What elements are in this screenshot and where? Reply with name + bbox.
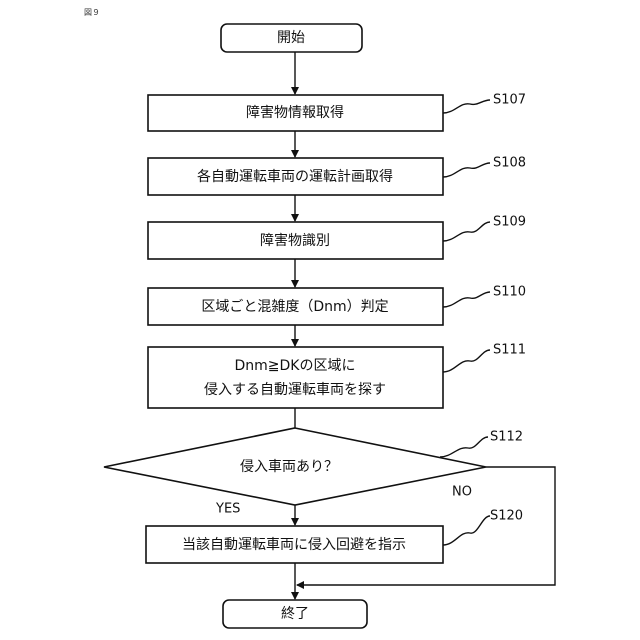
- step-s108-text: 各自動運転車両の運転計画取得: [197, 168, 393, 185]
- step-s109-leader: [443, 222, 490, 241]
- decision-s112-diamond: 侵入車両あり？: [104, 428, 486, 505]
- step-s108-box: 各自動運転車両の運転計画取得: [148, 158, 443, 195]
- step-s107-box: 障害物情報取得: [148, 95, 443, 131]
- step-s109-text: 障害物識別: [260, 233, 330, 249]
- start-terminal: 開始: [221, 24, 362, 52]
- step-s110-box: 区域ごと混雑度（Dnm）判定: [148, 288, 443, 325]
- step-s111-text-line2: 侵入する自動運転車両を探す: [204, 381, 386, 398]
- figure-label: 図９: [84, 8, 100, 17]
- decision-s112-text: 侵入車両あり？: [240, 458, 338, 475]
- step-s111-id: S111: [493, 343, 526, 358]
- step-s120-leader: [443, 516, 490, 545]
- end-terminal: 終了: [223, 600, 367, 628]
- step-s120-id: S120: [490, 509, 523, 524]
- step-s108-leader: [443, 163, 490, 177]
- step-s107-id: S107: [493, 93, 526, 108]
- step-s110-leader: [443, 292, 490, 307]
- step-s111-leader: [443, 350, 490, 372]
- decision-s112-id: S112: [490, 430, 523, 445]
- step-s108-id: S108: [493, 156, 526, 171]
- step-s109-box: 障害物識別: [148, 222, 443, 259]
- step-s110-id: S110: [493, 285, 526, 300]
- step-s107-text: 障害物情報取得: [246, 104, 344, 121]
- step-s110-text: 区域ごと混雑度（Dnm）判定: [201, 299, 388, 315]
- start-label: 開始: [277, 30, 305, 46]
- step-s111-box: Dnm≧DKの区域に 侵入する自動運転車両を探す: [148, 347, 443, 408]
- step-s109-id: S109: [493, 215, 526, 230]
- step-s107-leader: [443, 100, 490, 113]
- yes-label: YES: [215, 502, 240, 517]
- step-s120-box: 当該自動運転車両に侵入回避を指示: [146, 526, 443, 563]
- step-s111-text-line1: Dnm≧DKの区域に: [235, 358, 356, 374]
- decision-s112-leader: [440, 437, 488, 457]
- no-label: NO: [452, 485, 472, 500]
- step-s120-text: 当該自動運転車両に侵入回避を指示: [182, 536, 406, 553]
- end-label: 終了: [281, 606, 309, 622]
